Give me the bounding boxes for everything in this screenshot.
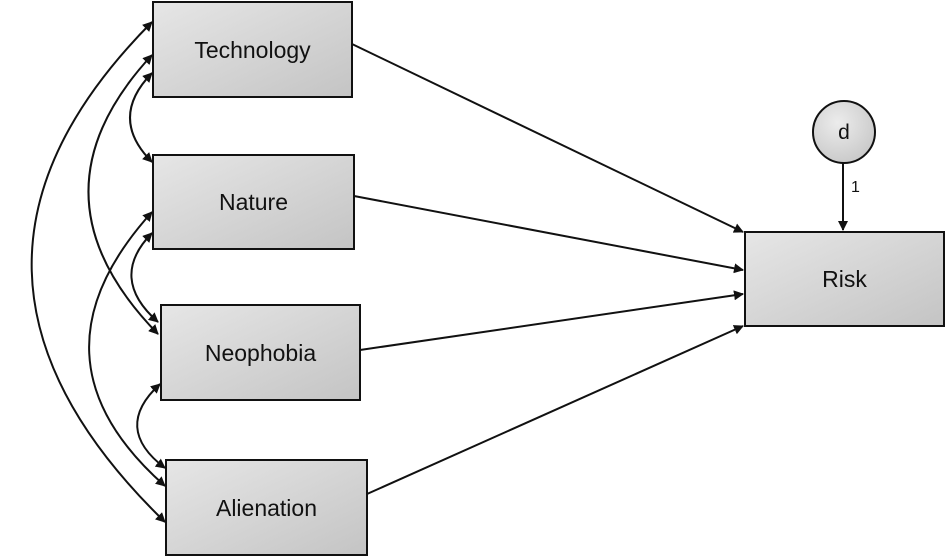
path-neophobia-risk bbox=[359, 290, 744, 351]
cov-technology-nature bbox=[129, 72, 153, 163]
node-disturbance-label: d bbox=[838, 121, 850, 144]
node-alienation-label: Alienation bbox=[216, 495, 317, 521]
path-nature-risk bbox=[353, 195, 744, 274]
node-neophobia-label: Neophobia bbox=[205, 340, 316, 366]
cov-nature-alienation bbox=[88, 211, 166, 487]
disturbance-path-label: 1 bbox=[851, 179, 860, 196]
regression-paths bbox=[351, 43, 848, 495]
path-technology-risk bbox=[351, 43, 744, 233]
node-neophobia: Neophobia bbox=[160, 304, 361, 401]
node-risk: Risk bbox=[744, 231, 945, 327]
node-alienation: Alienation bbox=[165, 459, 368, 556]
cov-technology-alienation bbox=[30, 21, 166, 523]
path-alienation-risk bbox=[366, 325, 744, 495]
node-nature-label: Nature bbox=[219, 189, 288, 215]
node-nature: Nature bbox=[152, 154, 355, 250]
cov-technology-neophobia bbox=[87, 54, 159, 335]
node-risk-label: Risk bbox=[822, 266, 867, 292]
node-technology-label: Technology bbox=[194, 37, 311, 63]
node-technology: Technology bbox=[152, 1, 353, 98]
node-disturbance: d bbox=[812, 100, 876, 164]
covariance-curves bbox=[30, 21, 166, 523]
